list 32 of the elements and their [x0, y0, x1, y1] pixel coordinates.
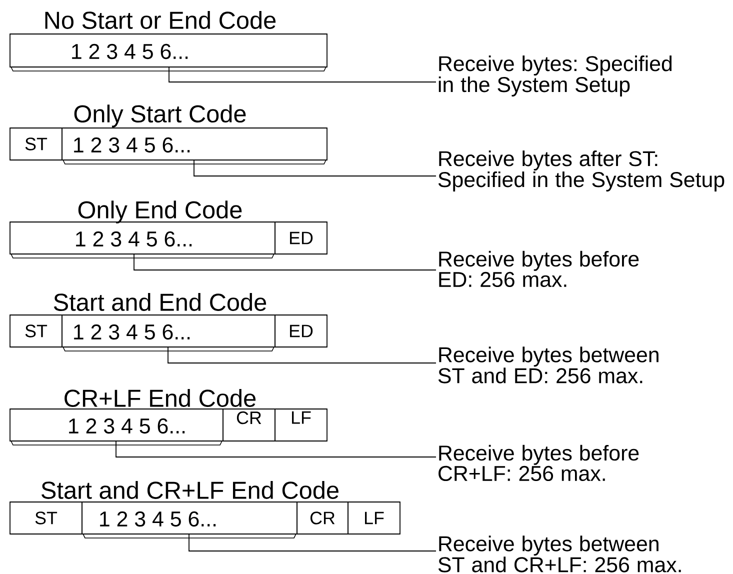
description-text: Receive bytes between ST and CR+LF: 256 max. [438, 536, 681, 572]
data-field: 1 2 3 4 5 6... [10, 222, 276, 254]
code-cell: CR [222, 408, 276, 442]
leader-line [168, 347, 436, 364]
code-cell: ST [10, 502, 82, 534]
code-cell: LF [274, 408, 328, 442]
data-field: 1 2 3 4 5 6... [10, 408, 224, 442]
frame-title: Start and CR+LF End Code [42, 481, 338, 499]
frame-title: Only Start Code [74, 104, 246, 128]
code-cell: ED [274, 222, 328, 254]
data-field: 1 2 3 4 5 6... [62, 128, 328, 160]
leader-line [188, 534, 436, 552]
frame-title: Start and End Code [54, 293, 266, 311]
description-text: Receive bytes between ST and ED: 256 max. [438, 346, 658, 384]
leader-line [168, 67, 436, 82]
code-cell: ED [274, 314, 328, 348]
code-cell: ST [10, 314, 62, 348]
description-text: Receive bytes before CR+LF: 256 max. [438, 444, 639, 482]
leader-line [116, 441, 436, 458]
data-field: 1 2 3 4 5 6... [10, 34, 328, 68]
leader-line [194, 160, 436, 176]
description-text: Receive bytes after ST: Specified in the System Setup [438, 150, 724, 192]
data-field: 1 2 3 4 5 6... [62, 314, 276, 348]
frame-title: CR+LF End Code [64, 389, 256, 407]
leader-line [134, 254, 436, 270]
data-field: 1 2 3 4 5 6... [82, 502, 298, 534]
description-text: Receive bytes: Specified in the System Setup [438, 56, 672, 96]
code-cell: CR [296, 502, 348, 534]
code-cell: ST [10, 128, 62, 160]
frame-title: Only End Code [78, 200, 242, 224]
description-text: Receive bytes before ED: 256 max. [439, 250, 639, 288]
code-cell: LF [348, 502, 400, 534]
